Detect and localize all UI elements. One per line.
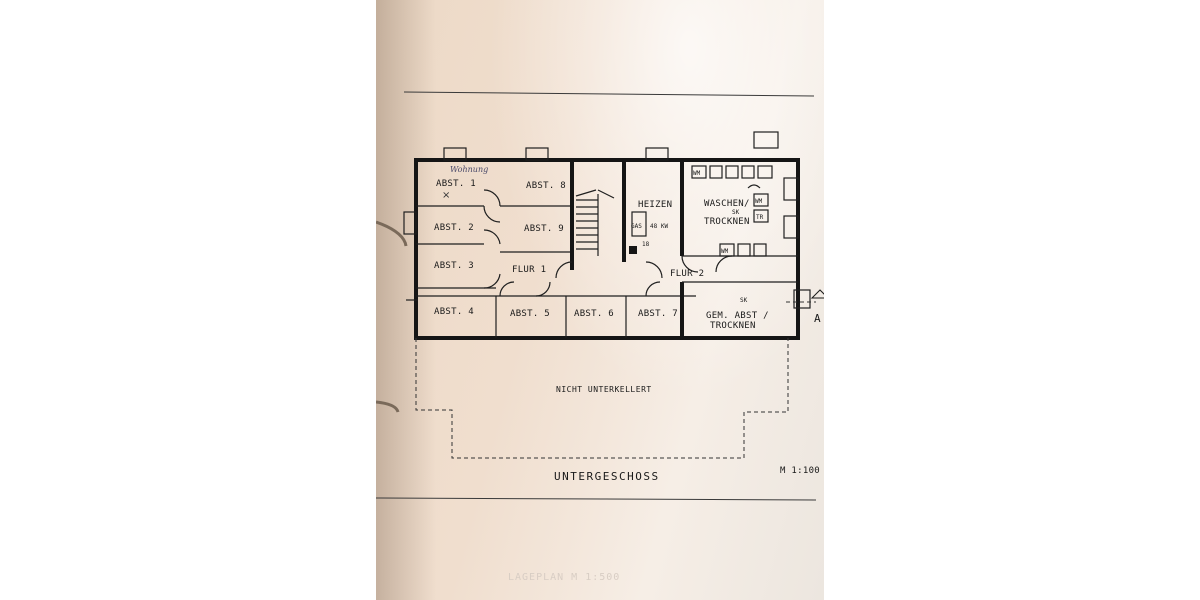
room-flur2: FLUR 2 bbox=[670, 269, 704, 279]
window-box bbox=[403, 211, 417, 235]
outer-wall bbox=[414, 158, 800, 340]
window-box bbox=[783, 177, 799, 201]
unexcavated-outline bbox=[415, 338, 789, 459]
floor-plan-drawing: ABST. 1 ABST. 8 ABST. 2 ABST. 9 ABST. 3 … bbox=[376, 91, 824, 583]
room-flur1: FLUR 1 bbox=[512, 265, 546, 275]
boiler-code: 18 bbox=[642, 241, 650, 248]
gas-valve-icon bbox=[629, 246, 637, 254]
gas-label: GAS bbox=[631, 223, 642, 230]
room-gem-line1: GEM. ABST / bbox=[706, 311, 769, 321]
room-abst5: ABST. 5 bbox=[510, 309, 550, 319]
room-abst7: ABST. 7 bbox=[638, 309, 678, 319]
staircase bbox=[575, 189, 615, 256]
section-arrow-icon bbox=[810, 289, 824, 299]
section-marker: A bbox=[814, 312, 822, 325]
top-rule bbox=[403, 91, 815, 97]
wm-label: WM bbox=[721, 248, 729, 255]
cross-mark-icon: × bbox=[442, 190, 450, 201]
wm-label: WM bbox=[693, 170, 701, 177]
sk-label: SK bbox=[732, 209, 740, 216]
room-abst1: ABST. 1 bbox=[436, 179, 476, 189]
boiler-power: 48 KW bbox=[650, 223, 668, 230]
washing-machines bbox=[691, 165, 773, 257]
binder-ring-bottom bbox=[376, 400, 400, 413]
binder-ring-top bbox=[376, 220, 408, 247]
room-abst3: ABST. 3 bbox=[434, 261, 474, 271]
window-box bbox=[443, 147, 467, 161]
unexcavated-label: NICHT UNTERKELLERT bbox=[556, 385, 652, 394]
room-waschen-line2: TROCKNEN bbox=[704, 217, 750, 227]
window-box bbox=[645, 147, 669, 161]
plan-title: UNTERGESCHOSS bbox=[554, 470, 660, 483]
room-gem-line2: TROCKNEN bbox=[710, 321, 756, 331]
room-abst6: ABST. 6 bbox=[574, 309, 614, 319]
handwritten-note: Wohnung bbox=[450, 165, 488, 174]
photo-frame: ABST. 1 ABST. 8 ABST. 2 ABST. 9 ABST. 3 … bbox=[376, 0, 824, 600]
tr-label: TR bbox=[756, 214, 764, 221]
room-abst9: ABST. 9 bbox=[524, 224, 564, 234]
room-heizen: HEIZEN bbox=[638, 200, 672, 210]
wm-label: WM bbox=[755, 198, 763, 205]
window-box bbox=[793, 289, 811, 309]
boiler bbox=[631, 211, 647, 237]
plan-scale: M 1:100 bbox=[780, 466, 820, 476]
room-abst8: ABST. 8 bbox=[526, 181, 566, 191]
room-waschen-line1: WASCHEN/ bbox=[704, 199, 750, 209]
room-abst2: ABST. 2 bbox=[434, 223, 474, 233]
window-box bbox=[525, 147, 549, 161]
sk-label: SK bbox=[740, 297, 748, 304]
faded-bottom-text: LAGEPLAN M 1:500 bbox=[508, 572, 620, 583]
room-abst4: ABST. 4 bbox=[434, 307, 474, 317]
window-box bbox=[783, 215, 799, 239]
bottom-rule bbox=[376, 497, 817, 501]
window-box bbox=[753, 131, 779, 149]
